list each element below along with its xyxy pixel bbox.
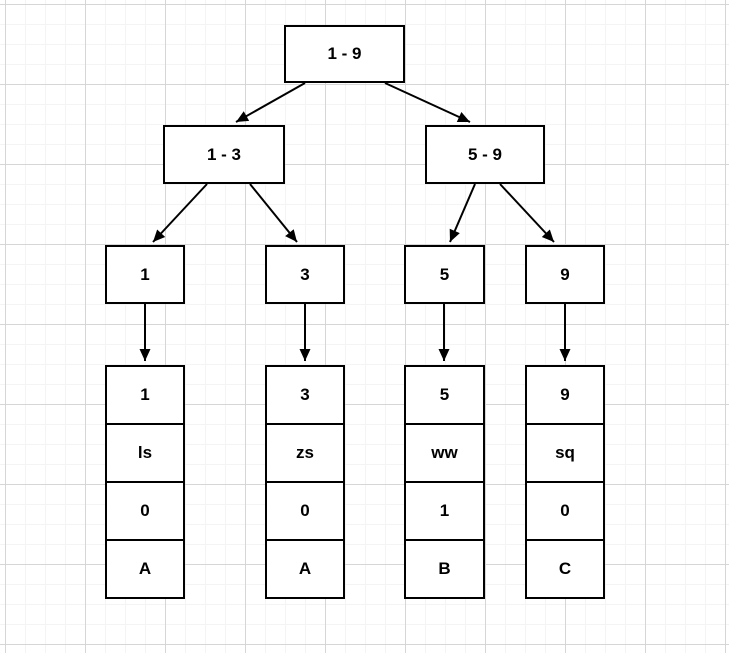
record-cell[interactable]: 0 bbox=[105, 481, 185, 541]
arrow-root-to-5-9[interactable] bbox=[384, 82, 471, 123]
record-cell[interactable]: ls bbox=[105, 423, 185, 483]
record-cell[interactable]: ww bbox=[404, 423, 485, 483]
arrow-5-9-to-5[interactable] bbox=[449, 183, 476, 243]
node-leaf-1[interactable]: 1 bbox=[105, 245, 185, 304]
arrow-1-3-to-1[interactable] bbox=[152, 183, 208, 243]
record-column-9: 9 sq 0 C bbox=[525, 365, 605, 599]
record-cell[interactable]: zs bbox=[265, 423, 345, 483]
node-branch-1-3[interactable]: 1 - 3 bbox=[163, 125, 285, 184]
record-column-3: 3 zs 0 A bbox=[265, 365, 345, 599]
node-root[interactable]: 1 - 9 bbox=[284, 25, 405, 83]
record-cell[interactable]: 1 bbox=[105, 365, 185, 425]
record-cell[interactable]: A bbox=[105, 539, 185, 599]
node-branch-5-9[interactable]: 5 - 9 bbox=[425, 125, 545, 184]
arrow-1-3-to-3[interactable] bbox=[249, 183, 298, 243]
node-leaf-5[interactable]: 5 bbox=[404, 245, 485, 304]
record-column-1: 1 ls 0 A bbox=[105, 365, 185, 599]
record-column-5: 5 ww 1 B bbox=[404, 365, 485, 599]
record-cell[interactable]: C bbox=[525, 539, 605, 599]
record-cell[interactable]: 0 bbox=[265, 481, 345, 541]
record-cell[interactable]: 1 bbox=[404, 481, 485, 541]
record-cell[interactable]: 9 bbox=[525, 365, 605, 425]
record-cell[interactable]: A bbox=[265, 539, 345, 599]
node-leaf-3[interactable]: 3 bbox=[265, 245, 345, 304]
record-cell[interactable]: 5 bbox=[404, 365, 485, 425]
record-cell[interactable]: sq bbox=[525, 423, 605, 483]
arrow-root-to-1-3[interactable] bbox=[235, 82, 306, 123]
arrow-5-9-to-9[interactable] bbox=[499, 183, 555, 243]
record-cell[interactable]: 0 bbox=[525, 481, 605, 541]
record-cell[interactable]: B bbox=[404, 539, 485, 599]
node-leaf-9[interactable]: 9 bbox=[525, 245, 605, 304]
record-cell[interactable]: 3 bbox=[265, 365, 345, 425]
